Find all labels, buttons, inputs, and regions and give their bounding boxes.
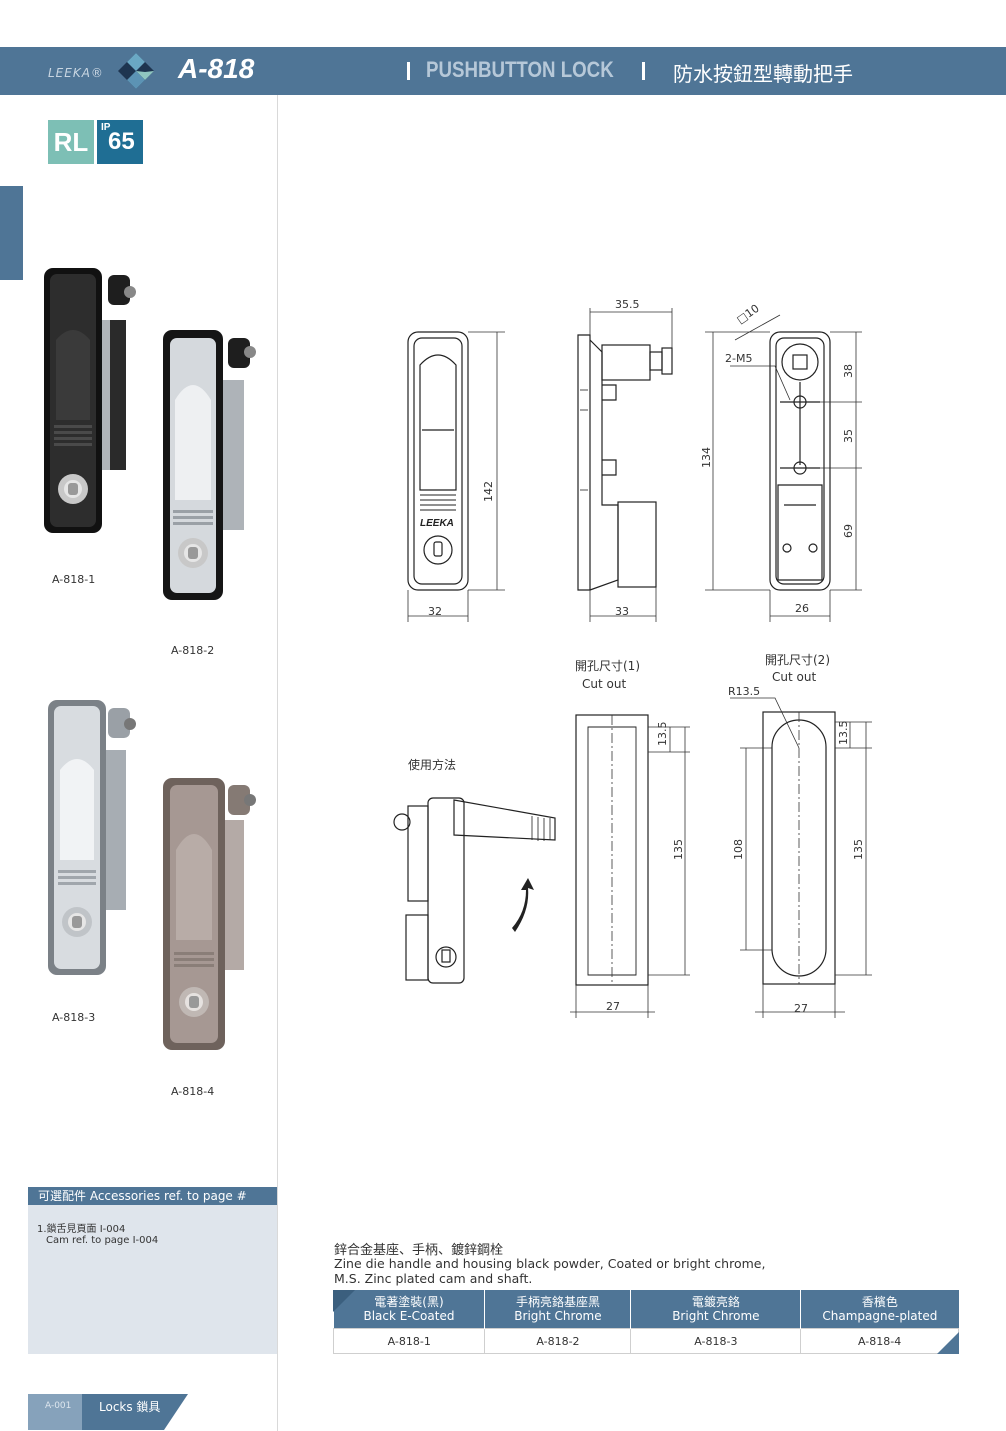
dim-back-total: 134 <box>700 447 713 468</box>
cutout2-inner: 108 <box>732 839 745 860</box>
table-header-cell: 電著塗裝(黑)Black E-Coated <box>333 1290 486 1329</box>
rl-badge: RL <box>48 120 94 164</box>
table-corner-decoration <box>333 1290 355 1312</box>
side-tab <box>0 186 23 280</box>
table-cell: A-818-4 <box>800 1328 959 1354</box>
table-cell: A-818-2 <box>484 1328 632 1354</box>
product-label: A-818-3 <box>52 1011 96 1024</box>
dim-back-seg1: 38 <box>842 364 855 378</box>
brand-diamond-icon <box>118 53 154 89</box>
brand-name: LEEKA® <box>48 66 104 80</box>
description-en-line2: M.S. Zinc plated cam and shaft. <box>334 1271 533 1286</box>
title-chinese: 防水按鈕型轉動把手 <box>673 62 853 86</box>
dim-back-width: 26 <box>795 602 809 615</box>
cutout1-height: 135 <box>672 839 685 860</box>
accessories-panel <box>28 1187 277 1354</box>
description-en-line1: Zine die handle and housing black powder… <box>334 1256 766 1271</box>
dim-square: □10 <box>734 302 761 327</box>
title-english: PUSHBUTTON LOCK <box>426 57 614 82</box>
ip-rating-badge: IP 65 <box>97 120 143 164</box>
ip-rating: 65 <box>108 128 135 155</box>
model-number: A-818 <box>178 53 255 84</box>
dim-front-width: 32 <box>428 605 442 618</box>
description-zh: 鋅合金基座、手柄、鍍鋅鋼栓 <box>334 1243 504 1258</box>
sidebar-divider <box>277 95 278 1431</box>
rotate-arrow-icon <box>512 878 534 932</box>
table-corner-decoration <box>937 1332 959 1354</box>
table-cell: A-818-1 <box>332 1328 486 1354</box>
dim-side-base: 33 <box>615 605 629 618</box>
accessory-item-ref: Cam ref. to page I-004 <box>46 1235 159 1246</box>
technical-drawing: 142 32 35.5 33 134 38 35 69 26 □10 2-M5 … <box>393 298 872 1018</box>
header-divider <box>642 62 645 80</box>
accessory-item: 1.鎖舌見頁面 I-004 <box>37 1224 126 1235</box>
cutout2-radius: R13.5 <box>728 685 760 698</box>
cutout1-title-en: Cut out <box>582 677 627 691</box>
cutout2-title-en: Cut out <box>772 670 817 684</box>
usage-label: 使用方法 <box>408 758 457 772</box>
ip-prefix: IP <box>101 122 111 133</box>
cutout1-title-zh: 開孔尺寸(1) <box>575 659 640 673</box>
table-cell: A-818-3 <box>630 1328 802 1354</box>
dim-thread: 2-M5 <box>725 352 752 365</box>
cutout1-top: 13.5 <box>656 722 669 747</box>
cutout2-height: 135 <box>852 839 865 860</box>
dim-back-seg2: 35 <box>842 429 855 443</box>
page-header: LEEKA® A-818 PUSHBUTTON LOCK 防水按鈕型轉動把手 <box>0 47 1006 95</box>
product-label: A-818-1 <box>52 573 96 586</box>
cutout2-width: 27 <box>794 1002 808 1015</box>
product-photo-chrome-set <box>48 700 256 1050</box>
table-row: A-818-1 A-818-2 A-818-3 A-818-4 <box>332 1328 959 1354</box>
cutout2-title-zh: 開孔尺寸(2) <box>765 653 830 667</box>
page-number: A-001 <box>45 1401 72 1411</box>
product-photo-black-set <box>44 268 256 600</box>
dim-side-depth: 35.5 <box>615 298 640 311</box>
cutout1-width: 27 <box>606 1000 620 1013</box>
accessories-heading: 可選配件 Accessories ref. to page # <box>28 1187 277 1205</box>
product-label: A-818-4 <box>171 1085 215 1098</box>
header-divider <box>407 62 410 80</box>
product-label: A-818-2 <box>171 644 215 657</box>
dim-front-height: 142 <box>482 481 495 502</box>
footer-tab <box>28 1394 188 1430</box>
cutout2-top: 13.5 <box>837 721 850 746</box>
drawing-logo: LEEKA <box>420 518 454 529</box>
dim-back-seg3: 69 <box>842 524 855 538</box>
section-name: Locks 鎖具 <box>99 1400 161 1414</box>
